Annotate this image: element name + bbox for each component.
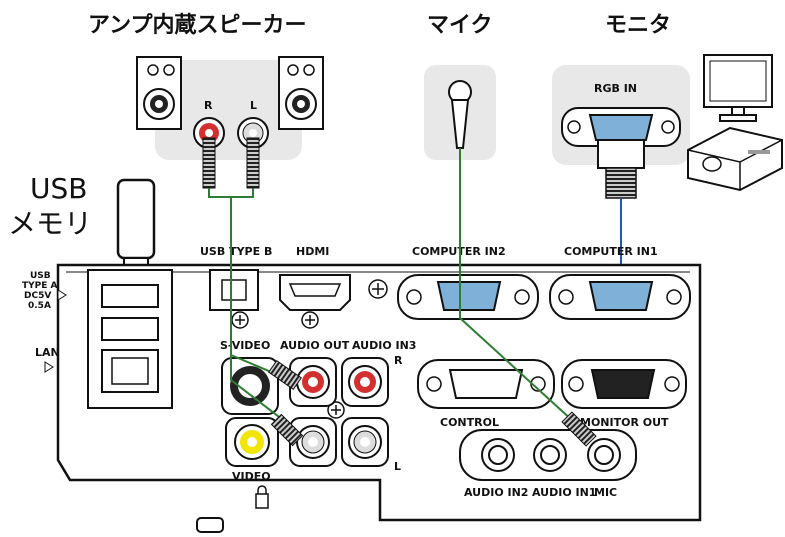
usb-a-label-2: TYPE A xyxy=(22,281,58,291)
speaker-title: アンプ内蔵スピーカー xyxy=(88,13,306,38)
mic-device xyxy=(424,65,496,160)
computer-in2-port xyxy=(397,274,539,320)
mic-jack xyxy=(587,438,621,472)
speaker-device: R L xyxy=(136,56,324,189)
audio-in2-label: AUDIO IN2 xyxy=(464,486,528,499)
audio-out-l-jack xyxy=(289,417,337,467)
audio-out-cable xyxy=(208,188,304,447)
lan-label: LAN xyxy=(35,346,60,359)
monitor-icon xyxy=(703,54,773,122)
computer-in1-label: COMPUTER IN1 xyxy=(564,245,658,258)
usb-memory-label-1: USB xyxy=(30,172,87,205)
lan-arrow-icon xyxy=(44,361,54,373)
speaker-left-icon xyxy=(136,56,182,130)
computer-in2-label: COMPUTER IN2 xyxy=(412,245,506,258)
computer-in1-port xyxy=(549,274,691,320)
monitor-out-label: MONITOR OUT xyxy=(580,416,669,429)
audio-out-r-jack xyxy=(289,357,337,407)
monitor-title: モニタ xyxy=(605,13,671,38)
audio-in3-l-label: L xyxy=(394,460,401,473)
projector-icon xyxy=(687,126,783,192)
hdmi-port xyxy=(279,274,351,311)
security-slot xyxy=(196,517,224,533)
mic-label: MIC xyxy=(594,486,617,499)
usb-a-port-2 xyxy=(101,317,159,341)
lan-port xyxy=(101,349,159,393)
hdmi-label: HDMI xyxy=(296,245,329,258)
speaker-right-icon xyxy=(278,56,324,130)
audio-in3-r-label: R xyxy=(394,354,403,367)
monitor-out-port xyxy=(561,359,687,409)
usb-a-label-4: 0.5A xyxy=(28,301,51,311)
audio-in1-label: AUDIO IN1 xyxy=(532,486,596,499)
usb-memory-label-2: メモリ xyxy=(8,207,92,240)
monitor-device: RGB IN xyxy=(552,54,783,192)
audio-in3-label: AUDIO IN3 xyxy=(352,339,416,352)
video-label: VIDEO xyxy=(232,470,271,483)
speaker-label-r: R xyxy=(204,99,213,112)
mic-cable xyxy=(459,148,597,447)
control-label: CONTROL xyxy=(440,416,499,429)
audio-out-label: AUDIO OUT xyxy=(280,339,350,352)
projector-rear-panel: USB TYPE A DC5V 0.5A LAN USB TYPE B HDMI… xyxy=(22,245,702,533)
mic-title: マイク xyxy=(427,13,493,38)
s-video-label: S-VIDEO xyxy=(220,339,270,352)
usb-a-label-1: USB xyxy=(30,271,51,281)
speaker-plug-l xyxy=(246,137,260,189)
usb-b-port xyxy=(209,269,259,311)
usb-a-arrow-icon xyxy=(57,289,67,301)
usb-a-port-1 xyxy=(101,284,159,308)
video-jack xyxy=(225,417,279,467)
audio-in3-r-jack xyxy=(341,357,389,407)
monitor-rgb-in-label: RGB IN xyxy=(594,82,637,95)
audio-in1-jack xyxy=(533,438,567,472)
usb-b-label: USB TYPE B xyxy=(200,245,272,258)
audio-in2-jack xyxy=(481,438,515,472)
speaker-label-l: L xyxy=(250,99,257,112)
usb-a-label-3: DC5V xyxy=(24,291,51,301)
s-video-port xyxy=(221,357,279,415)
speaker-plug-r xyxy=(202,137,216,189)
kensington-lock-icon xyxy=(255,485,269,509)
audio-in3-l-jack xyxy=(341,417,389,467)
